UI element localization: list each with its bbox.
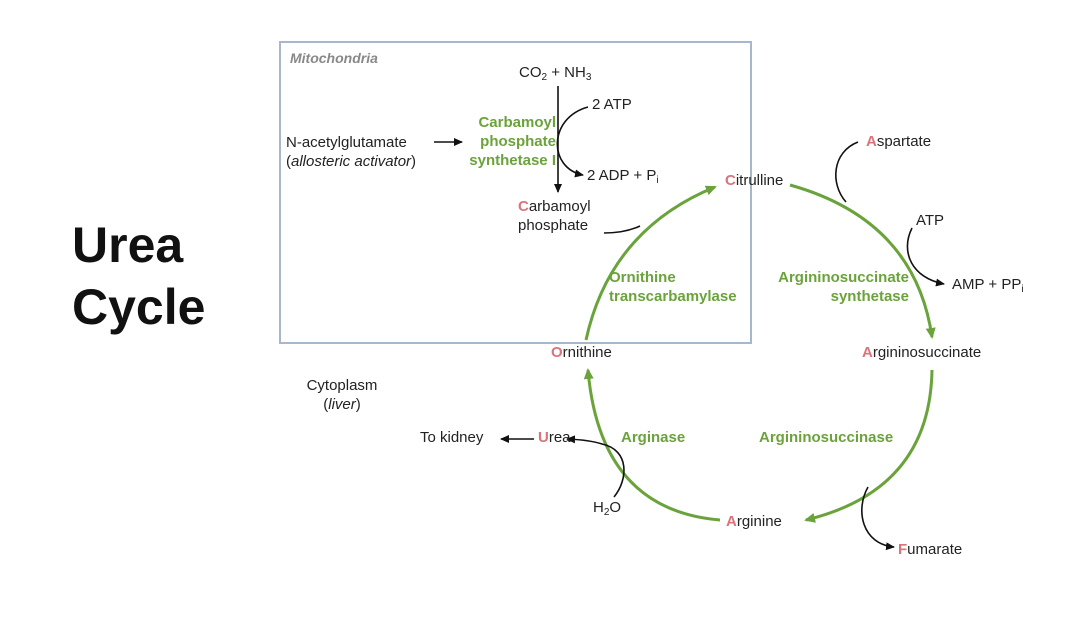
adp-output-label: 2 ADP + Pi	[587, 167, 659, 186]
arrow-ornithine-to-citrulline	[584, 185, 717, 341]
metabolite-citrulline: Citrulline	[725, 172, 784, 189]
cytoplasm-label: Cytoplasm (liver)	[306, 377, 378, 413]
arrow-aspartate-join	[835, 141, 859, 203]
arrow-carbamoyl-phosphate-join	[603, 225, 641, 234]
water-label: H2O	[593, 499, 622, 518]
to-kidney-label: To kidney	[420, 429, 484, 446]
metabolite-argininosuccinate: Argininosuccinate	[862, 344, 982, 361]
metabolite-arginine: Arginine	[726, 513, 782, 530]
arrow-water-urea	[566, 435, 625, 498]
arrow-citrulline-to-argininosuccinate	[789, 183, 936, 339]
arrow-arginine-to-ornithine	[583, 368, 721, 522]
enzyme-ass: Argininosuccinate synthetase	[778, 269, 909, 305]
mitochondria-box	[279, 41, 752, 344]
arrow-atp-adp	[556, 106, 589, 178]
atp-input-label: 2 ATP	[592, 96, 632, 113]
metabolite-ornithine: Ornithine	[551, 344, 612, 361]
carbamoyl-phosphate-label: Carbamoyl phosphate	[518, 198, 591, 234]
arrow-fumarate-release	[861, 486, 895, 551]
atp-label: ATP	[916, 212, 945, 229]
mitochondria-label: Mitochondria	[290, 50, 378, 66]
enzyme-arginase: Arginase	[621, 429, 686, 446]
arrow-atp-amp	[906, 227, 945, 287]
metabolite-urea: Urea	[538, 429, 571, 446]
reactants-label: CO2 + NH3	[519, 64, 592, 83]
enzyme-otc: Ornithine transcarbamylase	[609, 269, 737, 305]
page-title-line1: Urea	[72, 217, 184, 273]
metabolite-aspartate: Aspartate	[866, 133, 932, 150]
amp-ppi-label: AMP + PPi	[952, 276, 1024, 295]
arrow-argininosuccinate-to-arginine	[804, 369, 934, 523]
page-title-line2: Cycle	[72, 279, 206, 335]
enzyme-asl: Argininosuccinase	[759, 429, 894, 446]
metabolite-fumarate: Fumarate	[898, 541, 963, 558]
activator-label: N-acetylglutamate (allosteric activator)	[286, 134, 417, 170]
enzyme-cps1: Carbamoyl phosphate synthetase I	[469, 114, 556, 169]
